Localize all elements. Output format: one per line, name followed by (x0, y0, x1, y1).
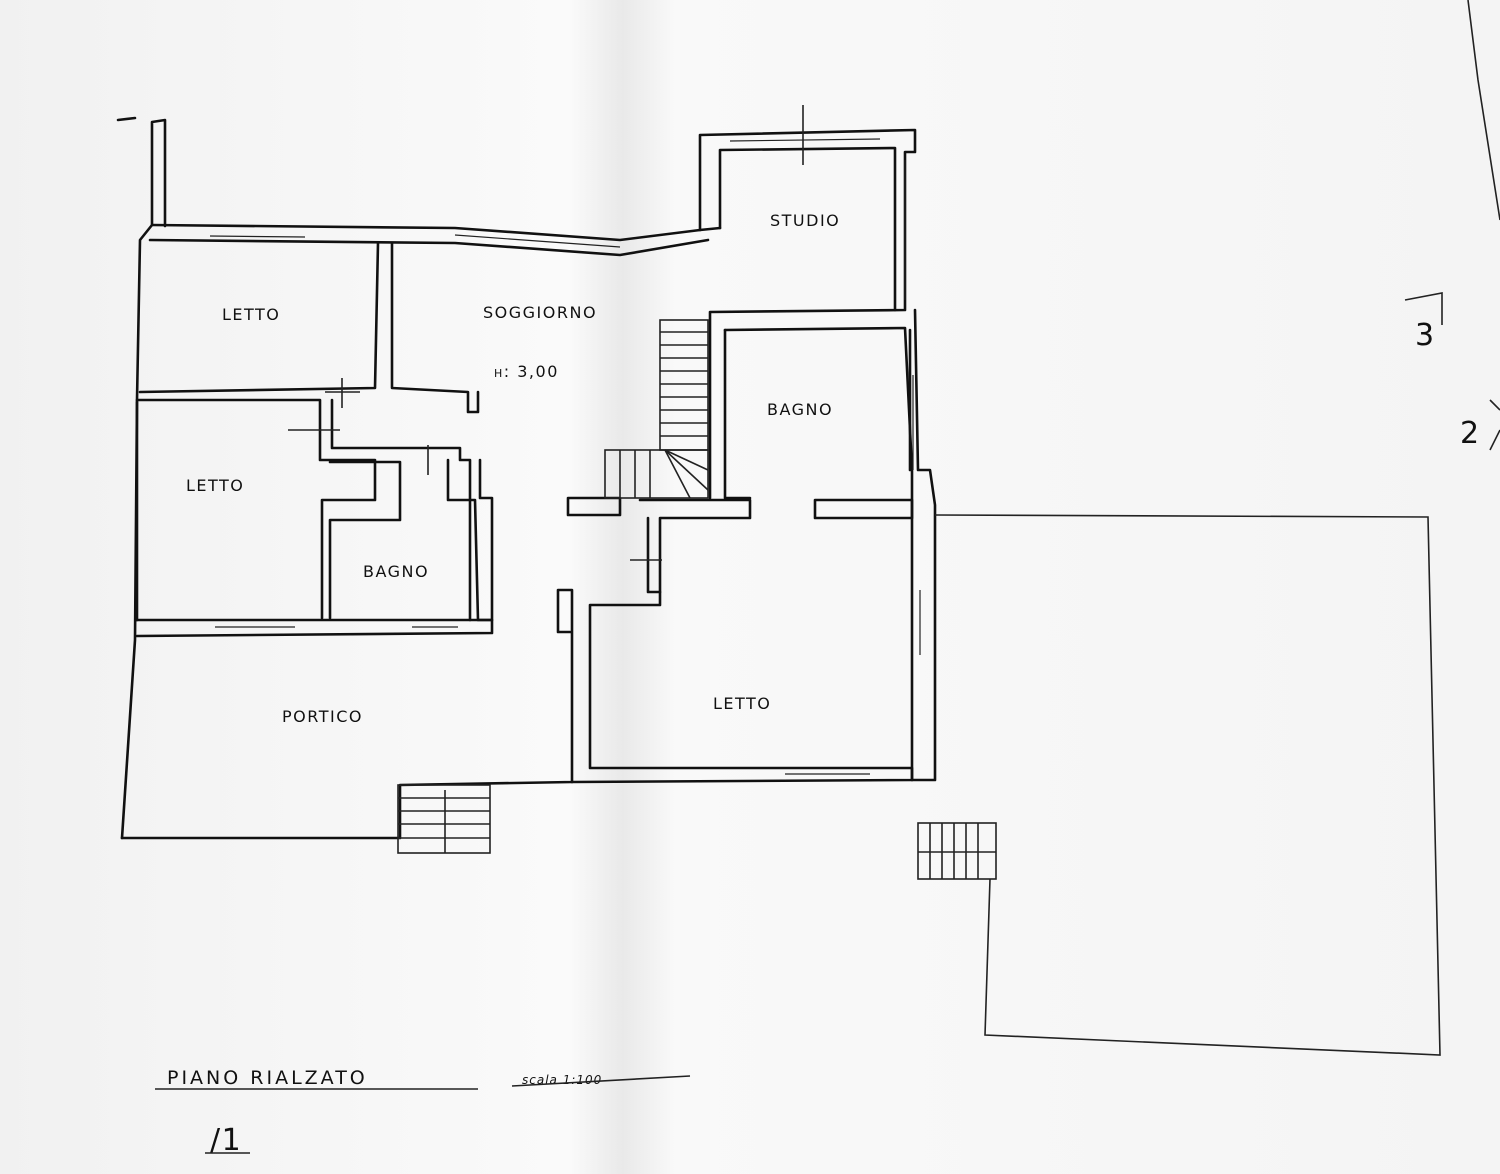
central-staircase (604, 319, 709, 499)
plan-footer: PIANO RIALZATO scala 1:100 /1 (155, 1067, 691, 1158)
letto-1-walls (138, 241, 380, 394)
studio-walls (698, 128, 917, 500)
lot-boundary (934, 514, 1441, 1056)
portico-walls (120, 588, 574, 840)
plan-title: PIANO RIALZATO (167, 1067, 368, 1089)
building-walls (116, 116, 937, 840)
margin-mark-3: 3 (1415, 318, 1436, 353)
room-height-label: h: 3,00 (494, 362, 559, 381)
room-labels: LETTO SOGGIORNO h: 3,00 STUDIO LETTO BAG… (186, 211, 840, 726)
left-outer-wall (120, 118, 167, 840)
entrance-stairs-left (397, 784, 491, 854)
room-label-bagno-1: BAGNO (767, 400, 833, 419)
room-label-bagno-2: BAGNO (363, 562, 429, 581)
room-label-soggiorno: SOGGIORNO (483, 303, 597, 322)
margin-mark-2: 2 (1460, 416, 1481, 451)
windows (209, 138, 921, 775)
room-label-letto-2: LETTO (186, 476, 244, 495)
door-marks (288, 105, 804, 561)
sheet-number: /1 (210, 1123, 242, 1158)
room-label-studio: STUDIO (770, 211, 840, 230)
sheet-edge-line (1467, 0, 1500, 221)
room-label-letto-3: LETTO (713, 694, 771, 713)
room-label-letto-1: LETTO (222, 305, 280, 324)
plan-scale: scala 1:100 (522, 1073, 602, 1087)
entrance-stairs-right (917, 822, 997, 880)
room-label-portico: PORTICO (282, 707, 363, 726)
top-wall-left (150, 223, 722, 242)
left-bedrooms-bottom-wall (135, 618, 494, 638)
